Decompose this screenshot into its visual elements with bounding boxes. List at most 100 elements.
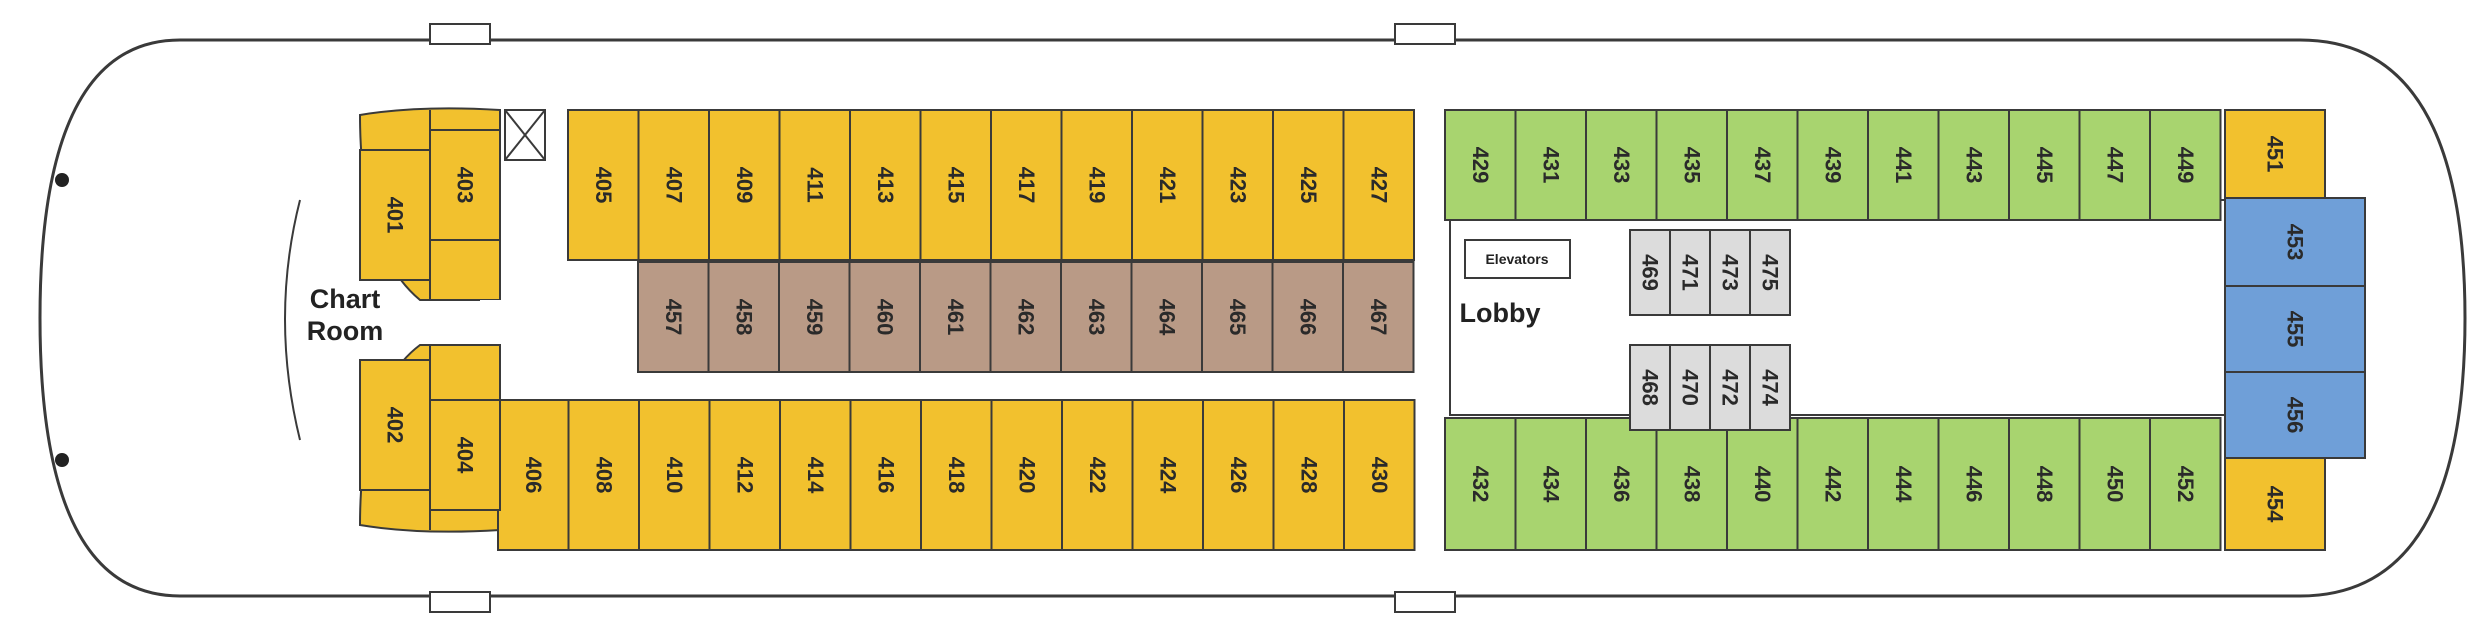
cabin-451[interactable] xyxy=(2224,109,2326,199)
cabin-411[interactable] xyxy=(778,109,851,261)
cabin-407[interactable] xyxy=(637,109,710,261)
cabin-428[interactable] xyxy=(1272,399,1345,551)
cabin-401[interactable] xyxy=(359,149,431,281)
cabin-420[interactable] xyxy=(990,399,1063,551)
cabin-number-444: 444 xyxy=(1891,466,1916,503)
cabin-number-403: 403 xyxy=(453,167,478,204)
cabin-446[interactable] xyxy=(1937,417,2010,551)
cabin-number-445: 445 xyxy=(2032,147,2057,184)
cabin-number-417: 417 xyxy=(1014,167,1039,204)
cabin-415[interactable] xyxy=(919,109,992,261)
cabin-number-443: 443 xyxy=(1961,147,1986,184)
cabin-454[interactable] xyxy=(2224,457,2326,551)
cabin-404[interactable] xyxy=(429,399,501,511)
cabin-number-442: 442 xyxy=(1820,466,1845,503)
cabin-number-471: 471 xyxy=(1678,254,1703,291)
cabin-number-438: 438 xyxy=(1679,466,1704,503)
cabin-447[interactable] xyxy=(2078,109,2151,221)
cabin-424[interactable] xyxy=(1131,399,1204,551)
cabin-number-469: 469 xyxy=(1638,254,1663,291)
cabin-406[interactable] xyxy=(497,399,570,551)
cabin-442[interactable] xyxy=(1796,417,1869,551)
cabin-number-475: 475 xyxy=(1758,254,1783,291)
cabin-410[interactable] xyxy=(638,399,711,551)
cabin-number-426: 426 xyxy=(1226,457,1251,494)
cabin-number-467: 467 xyxy=(1366,299,1391,336)
cabin-number-446: 446 xyxy=(1961,466,1986,503)
cabin-448[interactable] xyxy=(2008,417,2081,551)
cabin-457[interactable] xyxy=(637,261,710,373)
cabin-number-421: 421 xyxy=(1155,167,1180,204)
bow-stair-cross xyxy=(504,109,546,161)
cabin-number-408: 408 xyxy=(591,457,616,494)
cabin-430[interactable] xyxy=(1343,399,1416,551)
cabin-402[interactable] xyxy=(359,359,431,491)
cabin-number-405: 405 xyxy=(591,167,616,204)
cabin-459[interactable] xyxy=(778,261,851,373)
cabin-444[interactable] xyxy=(1867,417,1940,551)
cabin-462[interactable] xyxy=(989,261,1062,373)
cabin-470[interactable] xyxy=(1669,344,1711,431)
cabin-413[interactable] xyxy=(849,109,922,261)
cabin-429[interactable] xyxy=(1444,109,1517,221)
cabin-437[interactable] xyxy=(1726,109,1799,221)
cabin-456[interactable] xyxy=(2224,371,2366,459)
cabin-409[interactable] xyxy=(708,109,781,261)
cabin-number-429: 429 xyxy=(1468,147,1493,184)
elevators-label: Elevators xyxy=(1485,251,1548,267)
cabin-475[interactable] xyxy=(1749,229,1791,316)
cabin-465[interactable] xyxy=(1201,261,1274,373)
cabin-number-472: 472 xyxy=(1718,369,1743,406)
cabin-431[interactable] xyxy=(1514,109,1587,221)
cabin-422[interactable] xyxy=(1061,399,1134,551)
cabin-455[interactable] xyxy=(2224,285,2366,373)
cabin-452[interactable] xyxy=(2149,417,2222,551)
cabin-403[interactable] xyxy=(429,129,501,241)
cabin-445[interactable] xyxy=(2008,109,2081,221)
cabin-number-422: 422 xyxy=(1085,457,1110,494)
cabin-435[interactable] xyxy=(1655,109,1728,221)
cabin-443[interactable] xyxy=(1937,109,2010,221)
hull-outline xyxy=(38,38,2467,598)
cabin-405[interactable] xyxy=(567,109,640,261)
deck-fitting xyxy=(1394,591,1456,613)
cabin-450[interactable] xyxy=(2078,417,2151,551)
cabin-number-431: 431 xyxy=(1538,147,1563,184)
cabin-number-448: 448 xyxy=(2032,466,2057,503)
cabin-426[interactable] xyxy=(1202,399,1275,551)
cabin-number-427: 427 xyxy=(1366,167,1391,204)
cabin-438[interactable] xyxy=(1655,417,1728,551)
cabin-421[interactable] xyxy=(1131,109,1204,261)
cabin-441[interactable] xyxy=(1867,109,1940,221)
elevators-box xyxy=(1464,239,1571,279)
lobby-label: Lobby xyxy=(1460,298,1541,328)
cabin-474[interactable] xyxy=(1749,344,1791,431)
cabin-469[interactable] xyxy=(1629,229,1671,316)
cabin-412[interactable] xyxy=(708,399,781,551)
cabin-436[interactable] xyxy=(1585,417,1658,551)
cabin-467[interactable] xyxy=(1342,261,1415,373)
cabin-number-436: 436 xyxy=(1609,466,1634,503)
cabin-418[interactable] xyxy=(920,399,993,551)
cabin-number-461: 461 xyxy=(943,299,968,336)
cabin-463[interactable] xyxy=(1060,261,1133,373)
cabin-432[interactable] xyxy=(1444,417,1517,551)
cabin-425[interactable] xyxy=(1272,109,1345,261)
cabin-408[interactable] xyxy=(567,399,640,551)
cabin-414[interactable] xyxy=(779,399,852,551)
cabin-number-450: 450 xyxy=(2102,466,2127,503)
cabin-449[interactable] xyxy=(2149,109,2222,221)
cabin-439[interactable] xyxy=(1796,109,1869,221)
cabin-number-410: 410 xyxy=(662,457,687,494)
cabin-417[interactable] xyxy=(990,109,1063,261)
cabin-461[interactable] xyxy=(919,261,992,373)
cabin-434[interactable] xyxy=(1514,417,1587,551)
cabin-427[interactable] xyxy=(1342,109,1415,261)
cabin-473[interactable] xyxy=(1709,229,1751,316)
cabin-419[interactable] xyxy=(1060,109,1133,261)
hull-marker-top xyxy=(55,173,69,187)
cabin-number-419: 419 xyxy=(1084,167,1109,204)
